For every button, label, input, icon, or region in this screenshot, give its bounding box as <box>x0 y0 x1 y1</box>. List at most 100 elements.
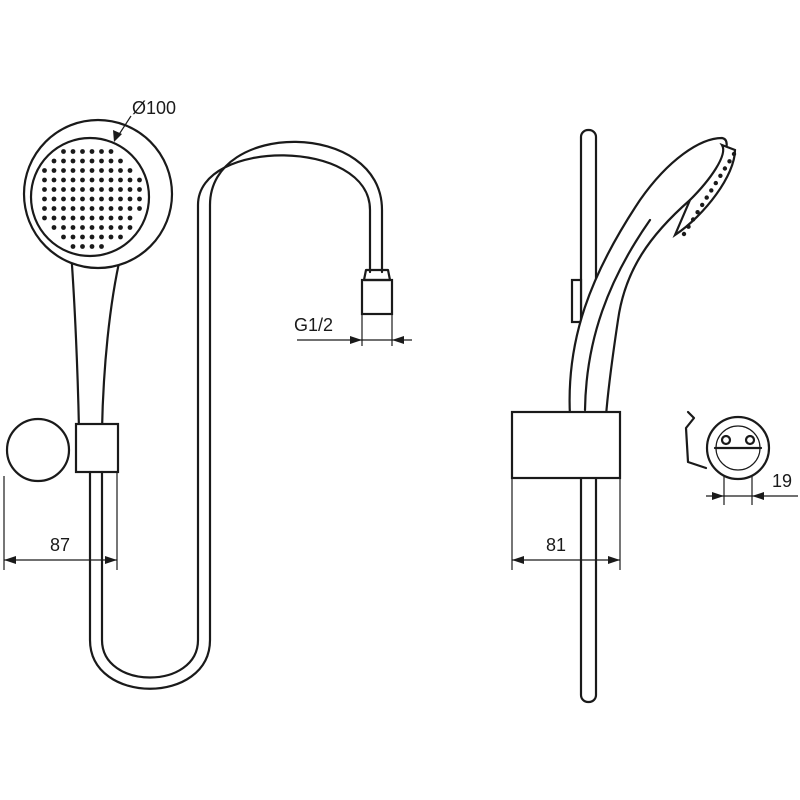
nozzle-dot <box>89 206 95 211</box>
side-nozzle-dot <box>686 224 691 229</box>
dim-bracket-depth: 19 <box>706 471 798 505</box>
side-nozzle-dot <box>690 217 696 222</box>
nozzle-dot <box>61 158 66 164</box>
nozzle-dot <box>99 187 104 192</box>
nozzle-dot <box>61 225 66 230</box>
side-spray-nozzles <box>681 151 737 237</box>
nozzle-dot <box>89 196 95 202</box>
side-bracket-slider <box>510 410 622 480</box>
nozzle-dot <box>70 187 76 192</box>
side-nozzle-dot <box>695 210 700 215</box>
nozzle-dot <box>108 206 114 211</box>
nozzle-dot <box>99 196 104 202</box>
side-handle-contour <box>583 218 652 412</box>
nozzle-dot <box>99 206 104 211</box>
dim-diameter-leader <box>117 115 132 137</box>
nozzle-dot <box>118 196 123 202</box>
nozzle-dot <box>51 187 57 192</box>
front-bracket-clamp <box>74 422 120 474</box>
nozzle-dot <box>80 244 85 249</box>
nozzle-dot <box>127 187 133 192</box>
rail-wall-clip <box>570 278 583 324</box>
nozzle-dot <box>70 206 76 211</box>
dim-87-arrow-left <box>4 556 16 564</box>
nozzle-dot <box>61 177 66 183</box>
nozzle-dot <box>80 234 85 240</box>
nozzle-dot <box>108 215 114 221</box>
dim-head-diameter: Ø100 <box>113 98 176 142</box>
dim-diameter-label: Ø100 <box>132 98 176 118</box>
nozzle-dot <box>80 196 85 202</box>
nozzle-dot <box>70 158 76 164</box>
nozzle-dot <box>42 168 47 173</box>
nozzle-dot <box>61 206 66 211</box>
detail-bracket-screw-left <box>720 434 732 446</box>
front-head-rim <box>22 118 174 270</box>
hose-nut-collar <box>362 268 392 282</box>
nozzle-dot <box>70 168 76 173</box>
nozzle-dot <box>118 158 123 164</box>
nozzle-dot <box>61 234 66 240</box>
hose-inner-line <box>100 154 372 679</box>
nozzle-dot <box>127 196 133 202</box>
nozzle-dot <box>80 225 85 230</box>
nozzle-dot <box>89 215 95 221</box>
nozzle-dot <box>42 215 47 221</box>
hose-connection-nut <box>360 278 394 316</box>
nozzle-dot <box>99 168 104 173</box>
dim-side-width: 81 <box>511 478 621 570</box>
nozzle-dot <box>70 225 76 230</box>
nozzle-dot <box>42 187 47 192</box>
nozzle-dot <box>127 225 133 230</box>
nozzle-dot <box>89 149 95 154</box>
nozzle-dot <box>61 196 66 202</box>
nozzle-dot <box>61 149 66 154</box>
side-view-bracket <box>510 410 622 480</box>
nozzle-dot <box>127 168 133 173</box>
shower-hose <box>88 140 394 690</box>
side-view-hand-shower <box>568 136 737 418</box>
nozzle-dot <box>108 234 114 240</box>
nozzle-dot <box>118 234 123 240</box>
nozzle-dot <box>118 168 123 173</box>
spray-nozzles <box>42 149 142 249</box>
dim-81-label: 81 <box>546 535 566 555</box>
hose-outer-line <box>88 140 384 690</box>
nozzle-dot <box>80 149 85 154</box>
nozzle-dot <box>137 177 142 183</box>
front-bracket-knob <box>5 417 71 483</box>
nozzle-dot <box>99 244 104 249</box>
nozzle-dot <box>99 158 104 164</box>
nozzle-dot <box>89 177 95 183</box>
nozzle-dot <box>89 225 95 230</box>
nozzle-dot <box>80 177 85 183</box>
nozzle-dot <box>80 168 85 173</box>
nozzle-dot <box>80 187 85 192</box>
dim-81-arrow-right <box>608 556 620 564</box>
nozzle-dot <box>80 158 85 164</box>
nozzle-dot <box>118 225 123 230</box>
nozzle-dot <box>137 187 142 192</box>
nozzle-dot <box>70 177 76 183</box>
detail-bracket-arm <box>684 410 708 470</box>
nozzle-dot <box>108 149 114 154</box>
nozzle-dot <box>61 168 66 173</box>
dim-diameter-arrow <box>113 130 122 142</box>
dim-hose-connection: G1/2 <box>294 314 412 346</box>
dim-87-label: 87 <box>50 535 70 555</box>
nozzle-dot <box>70 149 76 154</box>
nozzle-dot <box>80 206 85 211</box>
dim-87-arrow-right <box>105 556 117 564</box>
nozzle-dot <box>108 225 114 230</box>
nozzle-dot <box>108 168 114 173</box>
nozzle-dot <box>51 177 57 183</box>
nozzle-dot <box>51 225 57 230</box>
nozzle-dot <box>137 206 142 211</box>
nozzle-dot <box>89 244 95 249</box>
side-nozzle-dot <box>731 151 737 157</box>
side-nozzle-dot <box>727 159 732 164</box>
front-view-bracket <box>5 417 120 483</box>
dim-front-width: 87 <box>3 472 118 570</box>
nozzle-dot <box>51 158 57 164</box>
